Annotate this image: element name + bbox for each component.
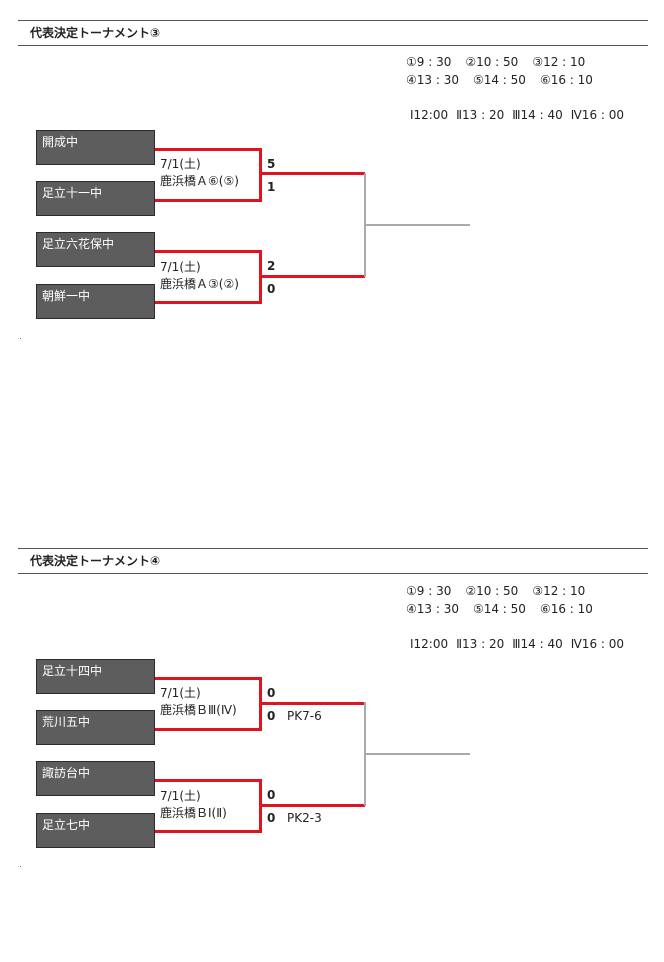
match-venue: 鹿浜橋Ａ③(②) <box>160 277 239 291</box>
time-label: ③12 : 10 <box>532 55 586 69</box>
bracket-line <box>259 275 365 278</box>
match-info: 7/1(土) 鹿浜橋Ａ③(②) <box>160 259 239 293</box>
time-label: ②10 : 50 <box>465 584 519 598</box>
slot-label: Ⅰ12:00 <box>410 637 449 651</box>
bracket-line <box>259 804 365 807</box>
time-schedule: ①9 : 30 ②10 : 50 ③12 : 10 ④13 : 30 ⑤14 : 50… <box>406 53 607 89</box>
match-date: 7/1(土) <box>160 260 201 274</box>
time-label: ①9 : 30 <box>406 55 452 69</box>
bracket-line <box>259 148 262 202</box>
team-box: 足立十四中 <box>36 659 155 694</box>
time-label: ⑥16 : 10 <box>539 73 593 87</box>
score-label: 5 <box>267 157 276 171</box>
team-box: 荒川五中 <box>36 710 155 745</box>
bracket-line <box>364 753 470 755</box>
team-box: 諏訪台中 <box>36 761 155 796</box>
bracket-line <box>155 250 260 253</box>
score-label: 0 <box>267 788 276 802</box>
slot-schedule: Ⅰ12:00 Ⅱ13 : 20 Ⅲ14 : 40 Ⅳ16 : 00 <box>410 637 632 651</box>
team-box: 足立七中 <box>36 813 155 848</box>
bracket-line <box>155 728 260 731</box>
time-label: ④13 : 30 <box>406 602 459 616</box>
team-box: 朝鮮一中 <box>36 284 155 319</box>
team-box: 開成中 <box>36 130 155 165</box>
bracket-line <box>364 224 470 226</box>
slot-label: Ⅳ16 : 00 <box>570 108 625 122</box>
team-box: 足立十一中 <box>36 181 155 216</box>
bracket-line <box>155 199 260 202</box>
time-label: ⑤14 : 50 <box>472 602 526 616</box>
pk-result: PK7-6 <box>287 709 322 723</box>
dot <box>20 866 21 867</box>
match-info: 7/1(土) 鹿浜橋ＢⅠ(Ⅱ) <box>160 788 227 822</box>
bracket-line <box>259 702 365 705</box>
bracket-line <box>155 779 260 782</box>
time-label: ④13 : 30 <box>406 73 459 87</box>
slot-label: Ⅲ14 : 40 <box>512 108 563 122</box>
bracket-line <box>155 148 260 151</box>
slot-label: Ⅱ13 : 20 <box>456 637 505 651</box>
match-info: 7/1(土) 鹿浜橋Ａ⑥(⑤) <box>160 156 239 190</box>
match-venue: 鹿浜橋ＢⅢ(Ⅳ) <box>160 703 237 717</box>
score-label: 0 <box>267 709 276 723</box>
bracket-line <box>155 830 260 833</box>
score-label: 1 <box>267 180 276 194</box>
slot-label: Ⅱ13 : 20 <box>456 108 505 122</box>
section-title: 代表決定トーナメント③ <box>18 20 648 46</box>
time-schedule: ①9 : 30 ②10 : 50 ③12 : 10 ④13 : 30 ⑤14 : 50… <box>406 582 607 618</box>
tournament-section-4: 代表決定トーナメント④ ①9 : 30 ②10 : 50 ③12 : 10 ④13 … <box>0 528 664 948</box>
bracket-line <box>259 172 365 175</box>
time-label: ②10 : 50 <box>465 55 519 69</box>
score-label: 0 <box>267 282 276 296</box>
time-label: ①9 : 30 <box>406 584 452 598</box>
match-date: 7/1(土) <box>160 686 201 700</box>
time-label: ⑤14 : 50 <box>472 73 526 87</box>
tournament-section-3: 代表決定トーナメント③ ①9 : 30 ②10 : 50 ③12 : 10 ④13 … <box>0 0 664 420</box>
time-label: ③12 : 10 <box>532 584 586 598</box>
slot-label: Ⅳ16 : 00 <box>570 637 625 651</box>
section-title: 代表決定トーナメント④ <box>18 548 648 574</box>
score-label: 2 <box>267 259 276 273</box>
pk-result: PK2-3 <box>287 811 322 825</box>
match-venue: 鹿浜橋ＢⅠ(Ⅱ) <box>160 806 227 820</box>
match-venue: 鹿浜橋Ａ⑥(⑤) <box>160 174 239 188</box>
bracket-line <box>155 301 260 304</box>
score-label: 0 <box>267 811 276 825</box>
score-label: 0 <box>267 686 276 700</box>
time-label: ⑥16 : 10 <box>539 602 593 616</box>
slot-label: Ⅲ14 : 40 <box>512 637 563 651</box>
match-date: 7/1(土) <box>160 157 201 171</box>
bracket-line <box>155 677 260 680</box>
match-info: 7/1(土) 鹿浜橋ＢⅢ(Ⅳ) <box>160 685 237 719</box>
slot-label: Ⅰ12:00 <box>410 108 449 122</box>
team-box: 足立六花保中 <box>36 232 155 267</box>
match-date: 7/1(土) <box>160 789 201 803</box>
slot-schedule: Ⅰ12:00 Ⅱ13 : 20 Ⅲ14 : 40 Ⅳ16 : 00 <box>410 108 632 122</box>
dot <box>20 338 21 339</box>
